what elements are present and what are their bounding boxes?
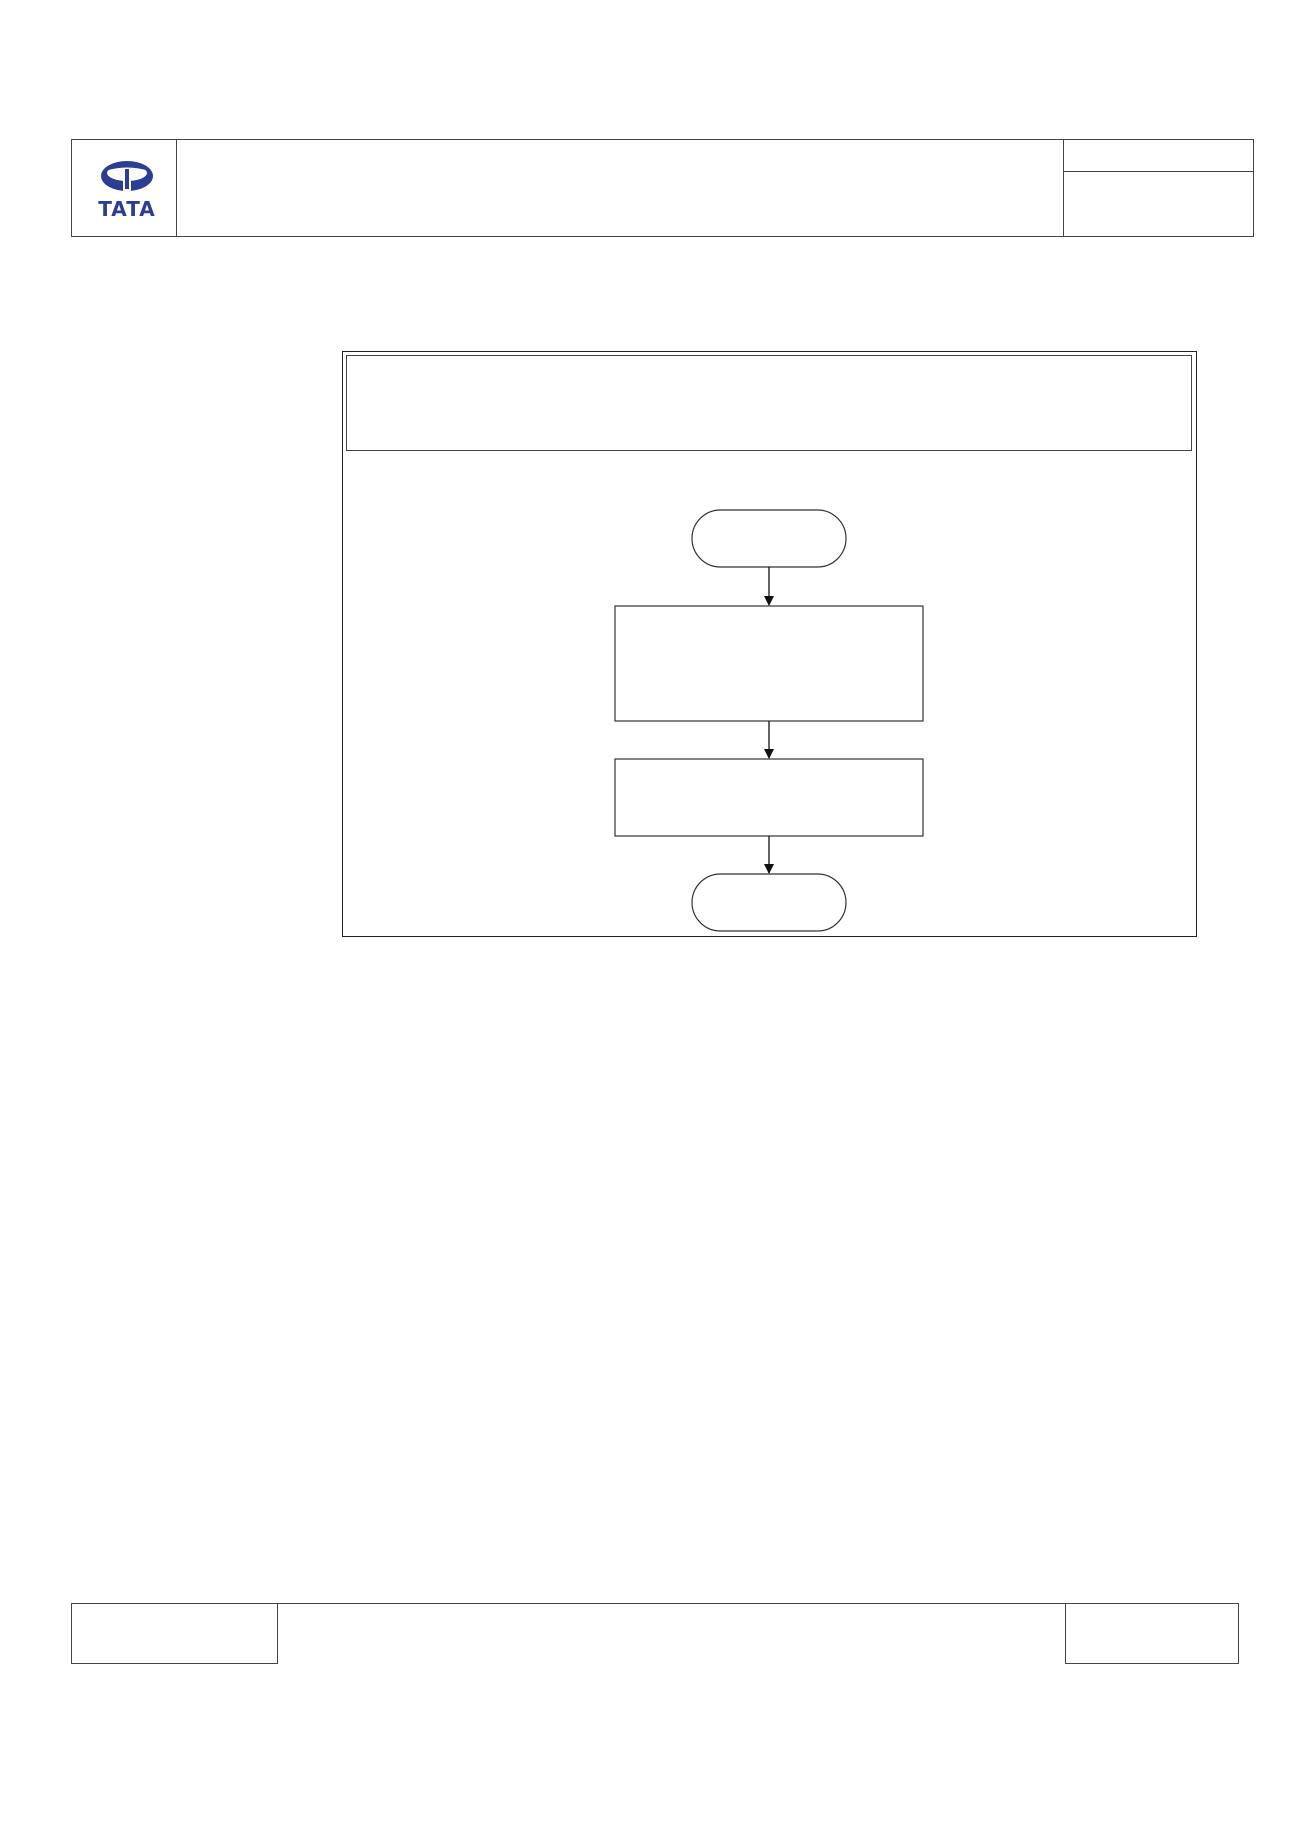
footer-right-cell [1065,1603,1239,1664]
flow-start-terminator [691,509,847,568]
logo-cell: TATA [72,140,177,236]
flow-process-box-2 [614,758,924,837]
footer-center-rule [278,1603,1066,1604]
flowchart-frame [342,351,1197,937]
flowchart-heading [346,355,1192,451]
document-title [177,140,1064,236]
logo-wordmark: TATA [98,197,156,221]
flow-process-box-1 [614,605,924,722]
tata-logo-icon: TATA [98,161,156,221]
footer-left-cell [71,1603,278,1664]
flow-end-terminator [691,873,847,932]
doc-ref-top [1064,140,1253,172]
header-table: TATA [71,139,1254,237]
